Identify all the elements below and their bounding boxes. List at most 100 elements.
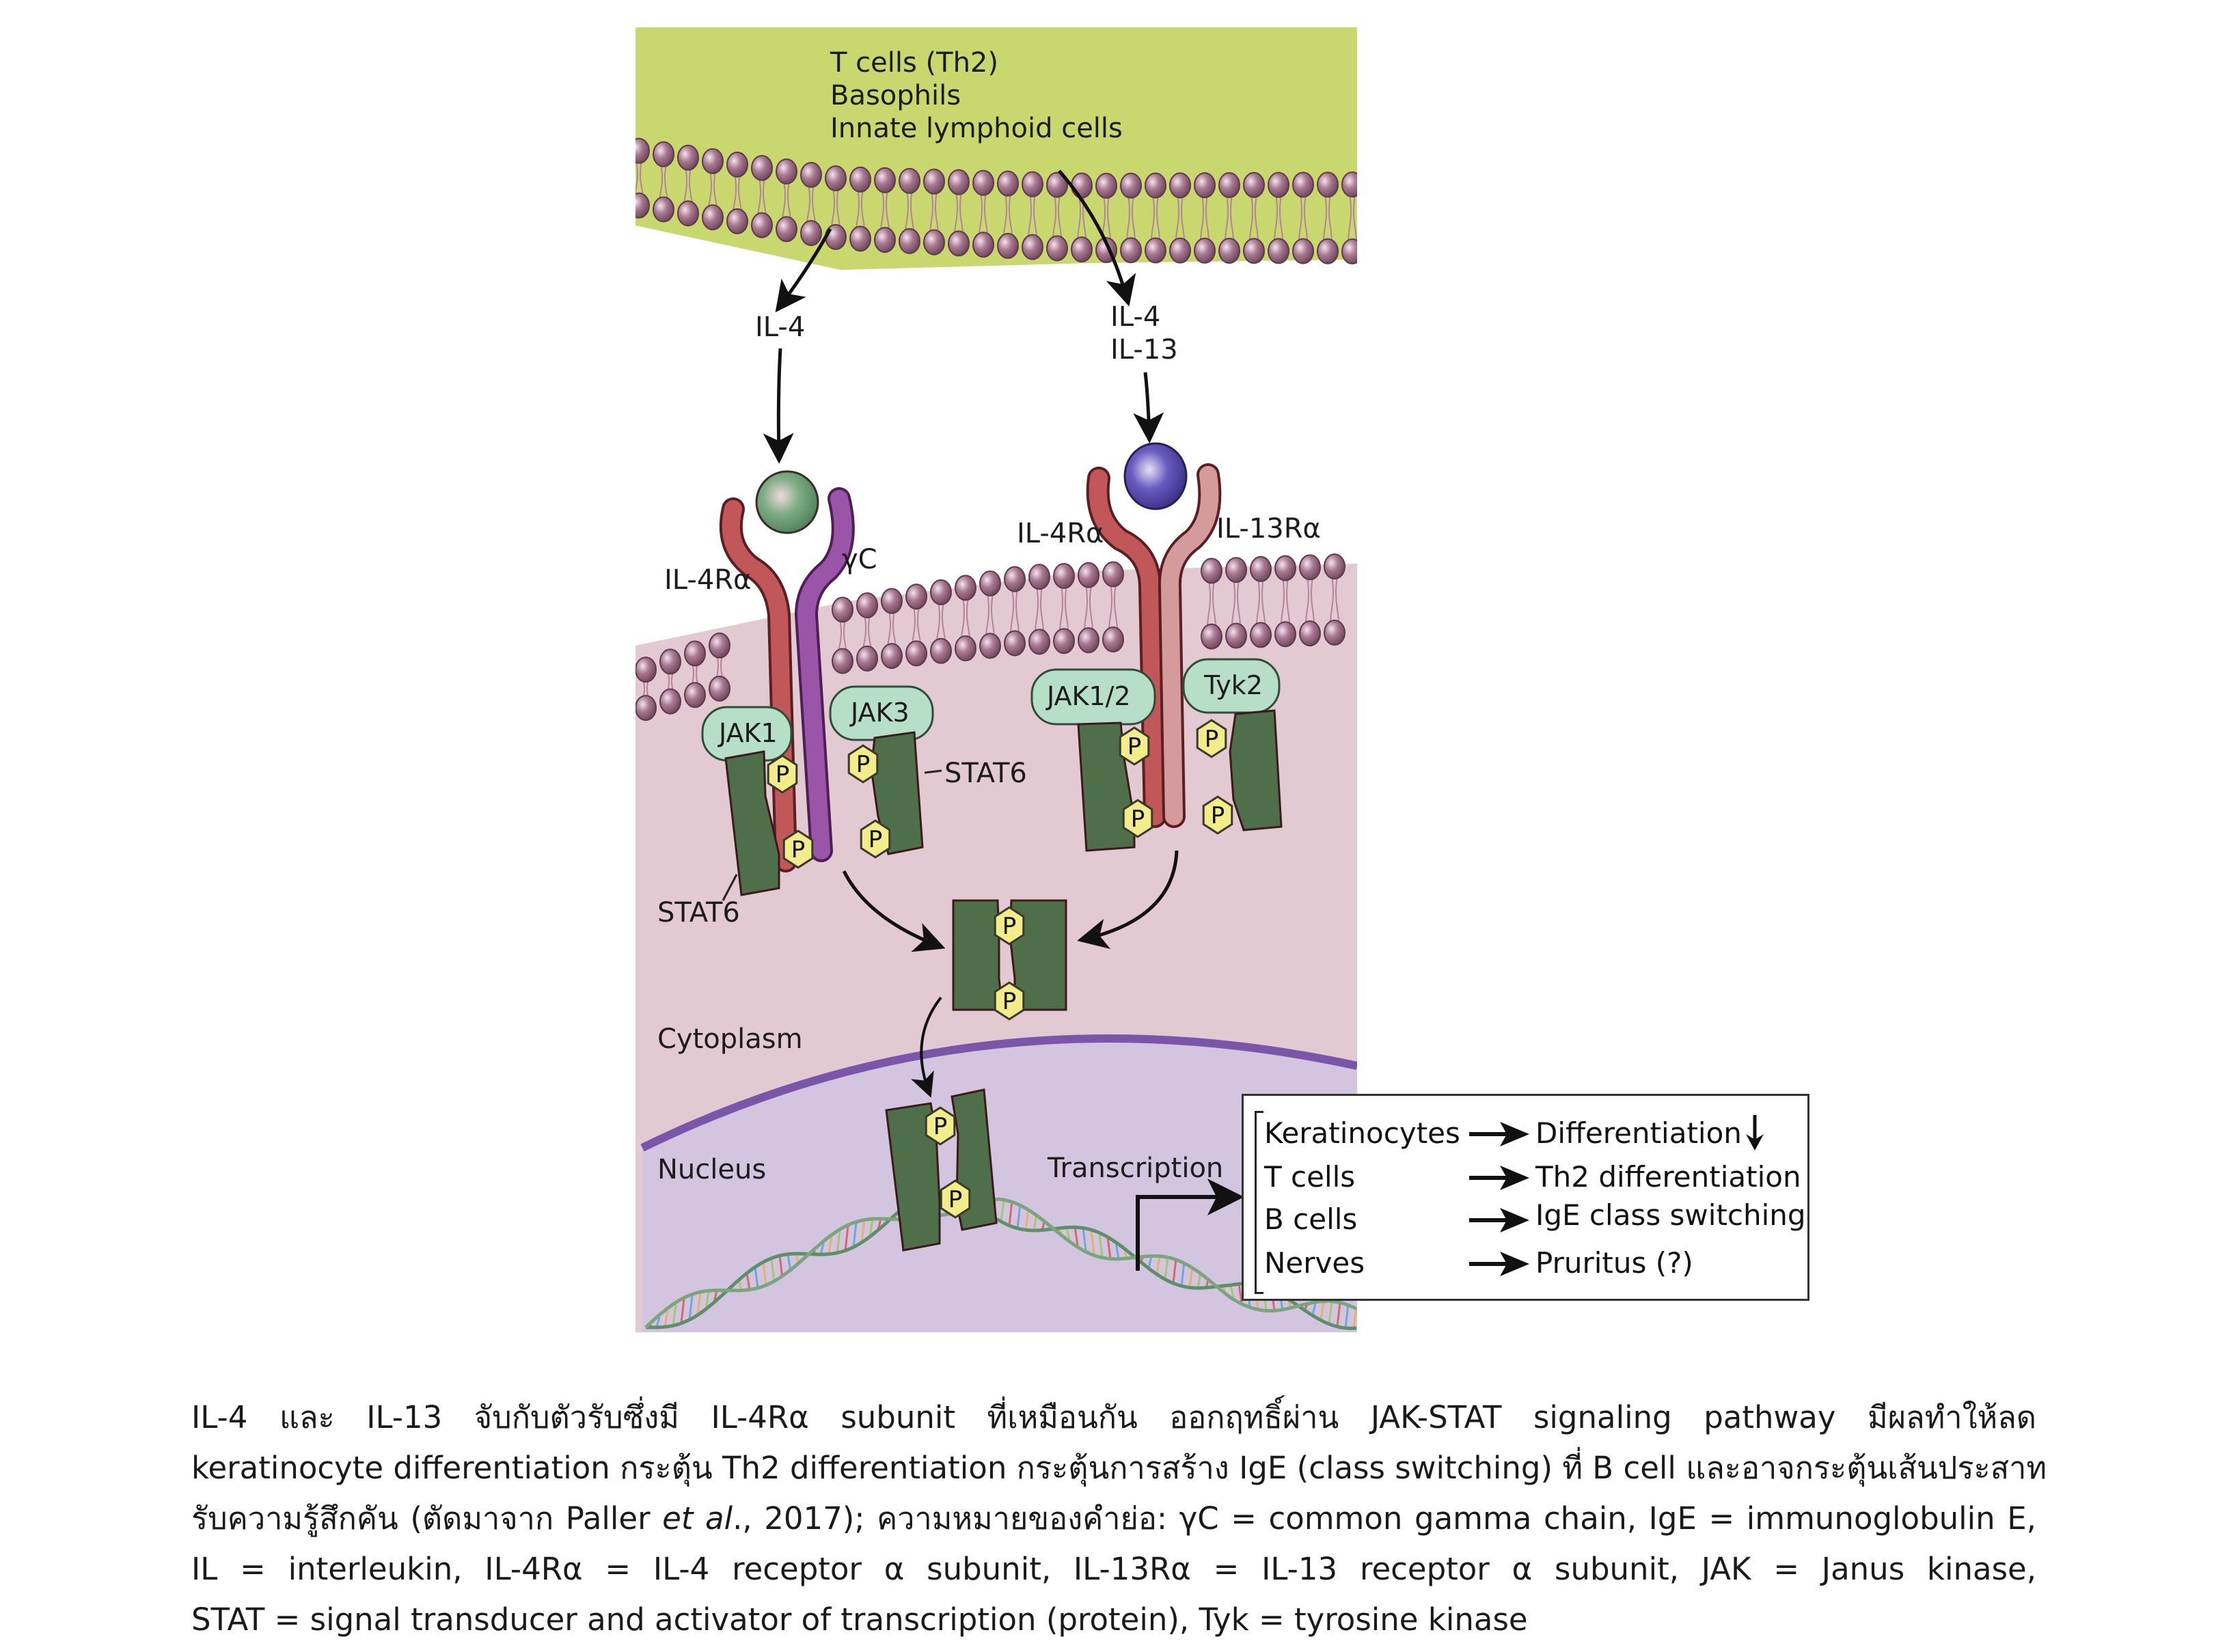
caption-italic-et-al: et al	[662, 1500, 733, 1537]
dna-base-pair	[1180, 1261, 1186, 1286]
transcription-label: Transcription	[1048, 1153, 1224, 1184]
dna-base-pair	[1024, 1208, 1030, 1230]
dna-base-pair	[1188, 1266, 1194, 1288]
effect-cell: B cells	[1264, 1202, 1358, 1236]
stat6-label-bottom: STAT6	[657, 897, 740, 928]
dna-base-pair	[664, 1310, 669, 1327]
lipid-head	[1028, 564, 1050, 590]
source-cell-membrane	[636, 137, 1357, 264]
lipid-head	[1120, 237, 1142, 264]
dna-base-pair	[696, 1292, 702, 1315]
lipid-head	[751, 212, 773, 238]
phospho-label: P	[1002, 913, 1017, 940]
lipid-head	[1201, 557, 1222, 584]
dna-base-pair	[1238, 1284, 1243, 1303]
phospho-label: P	[1002, 988, 1017, 1015]
lipid-head	[832, 648, 853, 674]
effect-row-keratinocytes: Keratinocytes Differentiation	[1264, 1114, 1804, 1153]
dna-base-pair	[1320, 1301, 1325, 1321]
lipid-head	[849, 166, 871, 193]
caption-text: รับความรู้สึกคัน (ตัดมาจาก Paller	[191, 1500, 663, 1537]
lipid-head	[1046, 171, 1068, 198]
right-arrow-icon	[1469, 1166, 1529, 1190]
lipid-head	[659, 688, 681, 715]
lipid-head	[1102, 561, 1124, 588]
lipid-head	[636, 695, 657, 721]
dna-base-pair	[1000, 1199, 1005, 1222]
dna-base-pair	[1098, 1233, 1104, 1257]
dna-base-pair	[860, 1220, 866, 1243]
effect-cell: T cells	[1264, 1160, 1356, 1194]
dna-base-pair	[1164, 1256, 1169, 1280]
lipid-head	[1324, 553, 1345, 580]
lipid-head	[1268, 238, 1289, 264]
dna-base-pair	[1172, 1258, 1177, 1284]
phospho-group: P	[782, 829, 814, 869]
jak12-label: JAK1/2	[1047, 681, 1131, 711]
lipid-head	[1268, 171, 1289, 198]
arrow-to-il4	[775, 228, 832, 313]
phospho-group: P	[940, 1179, 971, 1219]
stat6-group	[724, 709, 1283, 1252]
lipid-head	[1225, 557, 1247, 583]
phospho-label: P	[1128, 733, 1142, 760]
tyk2-label: Tyk2	[1204, 670, 1263, 700]
dna-base-pair	[1147, 1256, 1153, 1269]
dna-base-pair	[1008, 1200, 1013, 1226]
il4-il13-label: IL-4 IL-13	[1110, 301, 1178, 366]
phospho-label: P	[856, 751, 871, 778]
effect-text: Th2 differentiation	[1535, 1160, 1801, 1194]
figure-caption: IL-4 และ IL-13 จับกับตัวรับซึ่งมี IL-4Rα…	[191, 1392, 2047, 1645]
dna-base-pair	[1074, 1227, 1079, 1245]
lipid-head	[1194, 172, 1216, 199]
lipid-head	[1194, 237, 1216, 264]
lipid-head	[702, 204, 724, 231]
effect-row-b-cells: B cells IgE class switching	[1264, 1198, 1806, 1239]
down-arrow-icon	[1745, 1115, 1764, 1151]
lipid-head	[955, 635, 976, 661]
lipid-head	[972, 169, 994, 196]
phospho-label: P	[1205, 726, 1219, 753]
lipid-head	[653, 196, 674, 223]
il4-receptor-complex	[719, 470, 855, 872]
lipid-head	[1317, 238, 1339, 264]
dna-base-pair	[778, 1255, 784, 1278]
il13ra-label: IL-13Rα	[1216, 513, 1321, 545]
caption-text: ., 2017); ความหมายของคำย่อ: γC = common …	[733, 1500, 2036, 1537]
lipid-head	[1078, 627, 1099, 654]
lipid-head	[800, 161, 822, 188]
lipid-head	[636, 137, 650, 164]
caption-line: รับความรู้สึกคัน (ตัดมาจาก Paller et al.…	[191, 1493, 2036, 1544]
lipid-head	[825, 223, 847, 250]
lipid-head	[1250, 622, 1272, 648]
lipid-head	[1243, 171, 1265, 198]
dna-base-pair	[1229, 1284, 1235, 1298]
nuclear-membrane	[640, 1034, 1357, 1152]
right-arrow-icon	[1469, 1208, 1529, 1233]
lipid-head	[1102, 627, 1124, 653]
lipid-head	[1292, 238, 1314, 264]
lipid-head	[1053, 628, 1075, 655]
source-cell-basophils: Basophils	[830, 80, 961, 111]
lipid-head	[899, 167, 920, 194]
lipid-head	[1120, 172, 1142, 199]
caption-line: keratinocyte differentiation กระตุ้น Th2…	[191, 1450, 2047, 1486]
dna-base-pair	[762, 1262, 767, 1286]
stat6-pointer-bottom	[722, 874, 738, 901]
dna-base-pair	[1336, 1302, 1341, 1327]
arrow-right-stat-to-dimer	[1077, 850, 1179, 950]
effect-cell: Nerves	[1264, 1246, 1365, 1280]
phospho-label: P	[776, 761, 790, 788]
phospho-group: P	[1122, 799, 1153, 838]
nucleus-label: Nucleus	[657, 1154, 767, 1185]
lipid-head	[1341, 171, 1357, 198]
stat6-dimer-nucleus	[885, 1088, 998, 1252]
arrow-to-il4-il13	[1058, 169, 1136, 307]
lipid-head	[905, 583, 927, 610]
right-arrow-icon	[1469, 1122, 1529, 1146]
stat6-pointer-right	[924, 769, 942, 774]
dna-strand	[645, 1188, 1357, 1330]
effect-text: Differentiation	[1535, 1114, 1765, 1153]
dna-base-pair	[770, 1258, 776, 1283]
